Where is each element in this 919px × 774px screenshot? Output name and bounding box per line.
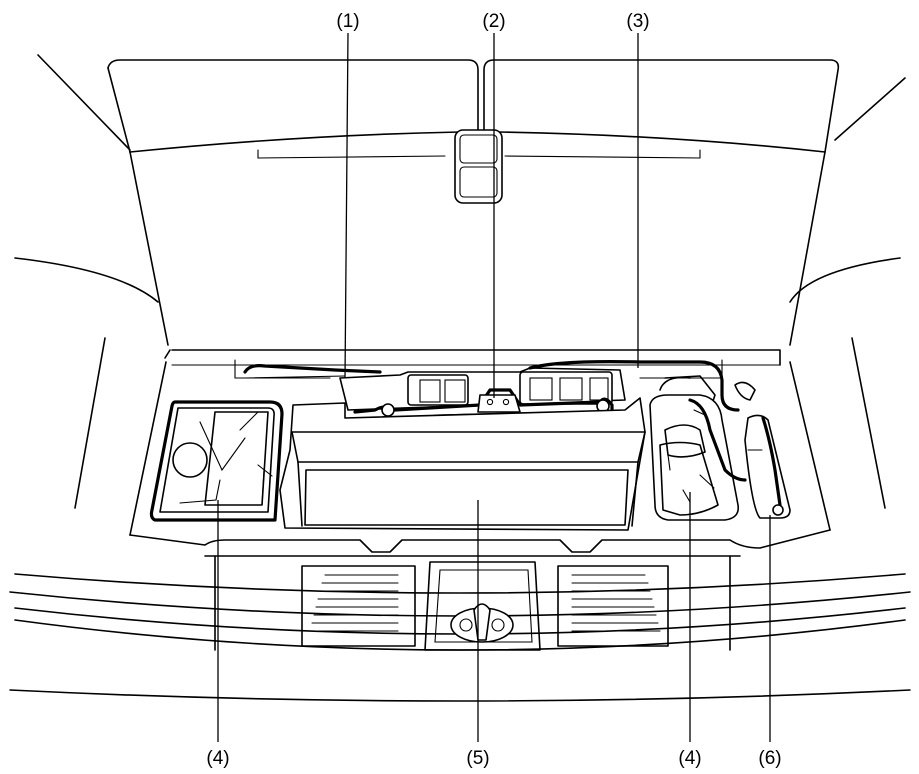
wheel-wrench (744, 414, 791, 519)
left-storage-box (149, 400, 284, 522)
trunk-lid (37, 54, 906, 346)
vehicle-body-sides (14, 257, 901, 509)
callout-4-left: (4) (206, 748, 229, 769)
leader-lines (217, 32, 771, 742)
callout-4-right: (4) (678, 748, 701, 769)
callout-labels: (1) (2) (3) (4) (5) (4) (6) (206, 11, 781, 769)
rear-bumper-panel (9, 555, 911, 702)
tow-rod-tool (243, 364, 382, 379)
rear-rim-modules (339, 367, 626, 411)
center-storage-bin (279, 397, 646, 531)
callout-3: (3) (626, 11, 649, 32)
tire-compressor (649, 394, 747, 521)
callout-2: (2) (482, 11, 505, 32)
callout-5: (5) (466, 748, 489, 769)
callout-6: (6) (758, 748, 781, 769)
callout-1: (1) (336, 11, 359, 32)
